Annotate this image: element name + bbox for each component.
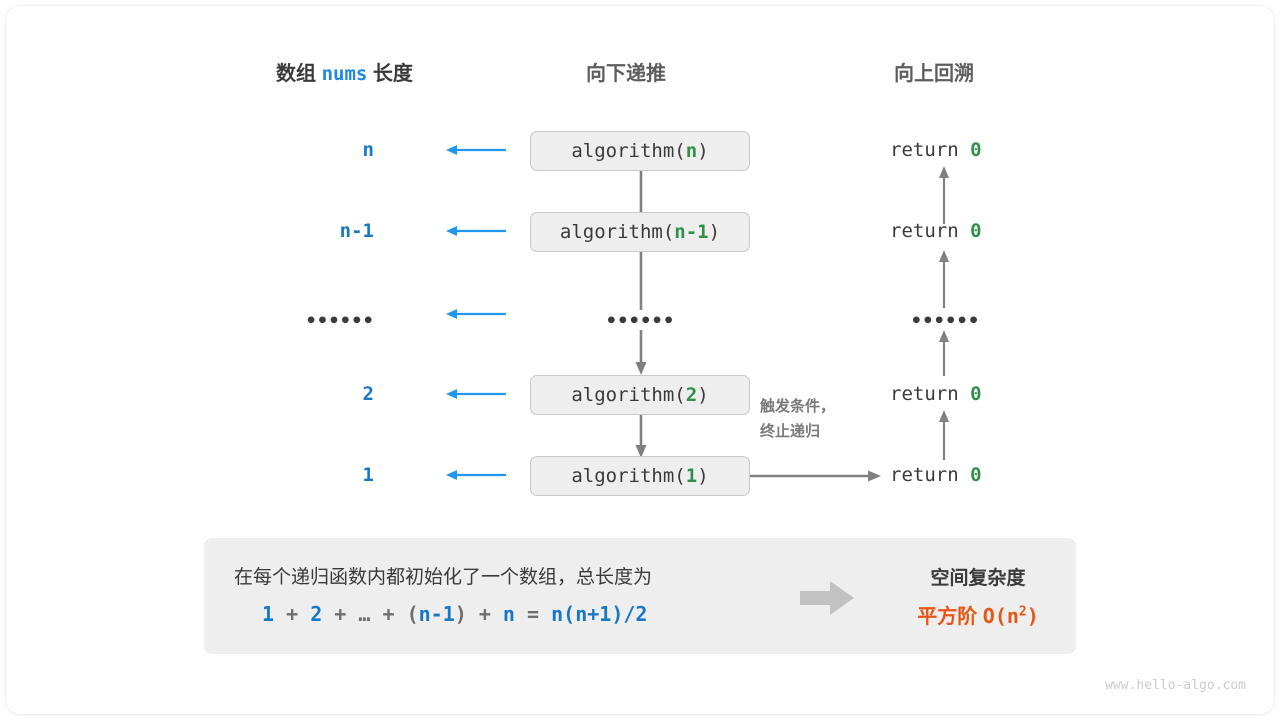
blue-arrow-icon-row-4: [444, 467, 506, 488]
return-row-2-ellipsis: ••••••: [910, 310, 980, 332]
return-row-0: return 0: [890, 139, 982, 161]
array-length-row-1: n-1: [339, 220, 374, 242]
call-close-row-0: ): [697, 140, 709, 162]
return-row-3: return 0: [890, 383, 982, 405]
call-box-row-4[interactable]: algorithm(1): [530, 456, 750, 496]
call-arg-row-4: 1: [685, 465, 698, 487]
formula-t3-ellipsis: …: [358, 602, 371, 626]
array-length-row-0: n: [362, 139, 374, 161]
header-left-mono: nums: [321, 63, 368, 85]
call-label-row-0: algorithm(: [571, 140, 686, 162]
return-value-row-4: 0: [970, 464, 982, 486]
return-row-1: return 0: [890, 220, 982, 242]
up-arrow-icon-2: [937, 330, 951, 381]
header-left-suffix: 长度: [372, 63, 413, 85]
up-arrow-icon-1: [937, 250, 951, 313]
formula-paren-open: (: [406, 602, 419, 626]
formula-o1: +: [286, 602, 299, 626]
header-array-length: 数组 nums 长度: [276, 57, 413, 86]
formula-t1: 1: [262, 602, 275, 626]
call-label-row-4: algorithm(: [571, 465, 686, 487]
header-left-prefix: 数组: [276, 63, 316, 85]
down-arrow-icon-2: [634, 330, 648, 381]
call-arg-row-0: n: [685, 140, 698, 162]
call-box-row-3[interactable]: algorithm(2): [530, 375, 750, 415]
blue-arrow-icon-row-0: [444, 142, 506, 163]
down-arrow-icon-3: [634, 415, 648, 464]
return-row-4: return 0: [890, 464, 982, 486]
formula-o3: +: [382, 602, 395, 626]
block-arrow-icon: [800, 578, 856, 623]
formula-equals: =: [527, 602, 540, 626]
complexity-title: 空间复杂度: [930, 568, 1026, 589]
complexity-exponent: 2: [1018, 604, 1027, 620]
formula-o2: +: [334, 602, 347, 626]
formula-t5: n: [502, 602, 515, 626]
source-watermark: www.hello-algo.com: [1105, 678, 1246, 693]
call-arg-row-1: n-1: [674, 221, 709, 243]
return-label-row-4: return: [890, 464, 959, 486]
formula-t2: 2: [310, 602, 323, 626]
call-label-row-1: algorithm(: [559, 221, 675, 243]
array-length-row-2-ellipsis: ••••••: [305, 310, 374, 332]
call-arg-row-3: 2: [685, 384, 698, 406]
return-label-row-3: return: [890, 383, 959, 405]
return-value-row-0: 0: [970, 139, 982, 161]
call-label-row-3: algorithm(: [571, 384, 686, 406]
up-arrow-icon-0: [937, 166, 951, 229]
call-box-row-1[interactable]: algorithm(n-1): [530, 212, 750, 252]
down-arrow-icon-1: [634, 252, 648, 315]
blue-arrow-icon-row-2: [444, 306, 506, 327]
up-arrow-icon-3: [937, 410, 951, 465]
formula-o4: +: [478, 602, 491, 626]
annotation-line-1: 触发条件，: [760, 398, 836, 415]
header-upward-backtrack: 向上回溯: [894, 63, 974, 85]
complexity-value: 平方阶 O(n2): [888, 600, 1068, 629]
formula-result: n(n+1)/2: [551, 602, 648, 626]
return-label-row-0: return: [890, 139, 959, 161]
array-length-row-4: 1: [362, 464, 374, 486]
blue-arrow-icon-row-1: [444, 223, 506, 244]
summary-panel: 在每个递归函数内都初始化了一个数组，总长度为 1 + 2 + … + (n-1)…: [204, 538, 1076, 654]
formula-t4: n-1: [418, 602, 455, 626]
call-close-row-1: ): [708, 221, 721, 243]
blue-arrow-icon-row-3: [444, 386, 506, 407]
complexity-notation: O(n: [982, 604, 1019, 628]
call-box-row-2-ellipsis: ••••••: [605, 310, 675, 332]
return-label-row-1: return: [890, 220, 959, 242]
call-box-row-0[interactable]: algorithm(n): [530, 131, 750, 171]
array-length-row-3: 2: [362, 383, 374, 405]
call-close-row-4: ): [697, 465, 709, 487]
base-case-arrow-icon: [750, 468, 882, 489]
return-value-row-3: 0: [970, 383, 982, 405]
base-case-annotation: 触发条件， 终止递归: [760, 394, 835, 444]
complexity-prefix: 平方阶: [917, 606, 978, 628]
return-value-row-1: 0: [970, 220, 982, 242]
formula-paren-close: ): [454, 602, 467, 626]
header-downward-recursion: 向下递推: [586, 63, 666, 85]
summary-description: 在每个递归函数内都初始化了一个数组，总长度为: [234, 567, 653, 588]
complexity-suffix: ): [1026, 604, 1039, 628]
summary-formula: 1 + 2 + … + (n-1) + n = n(n+1)/2: [262, 602, 647, 626]
annotation-line-2: 终止递归: [760, 423, 821, 440]
call-close-row-3: ): [697, 384, 709, 406]
